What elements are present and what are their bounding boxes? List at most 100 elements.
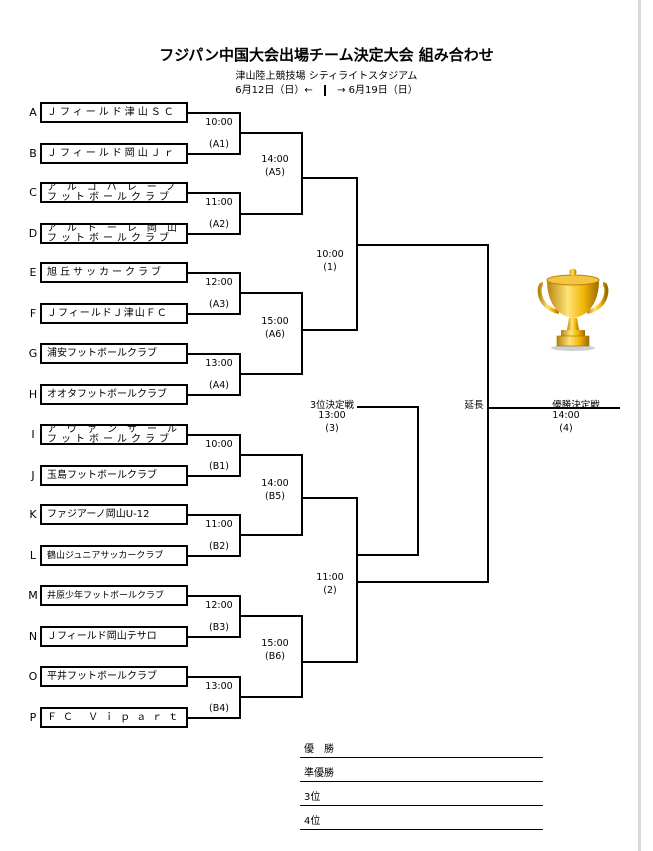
team-letter: A <box>29 106 37 119</box>
match-time: 12:00 <box>205 600 233 611</box>
team-name: ＦＣ Ｖｉｐａｒｔｅ <box>47 711 188 723</box>
semi-bracket-1 <box>302 177 358 331</box>
match-code: (A2) <box>209 219 229 230</box>
match-code: (A6) <box>265 329 285 340</box>
team-name: オオタフットボールクラブ <box>47 388 167 400</box>
venue-label: 津山陸上競技場 シティライトスタジアム <box>235 71 418 82</box>
date-divider <box>323 84 326 96</box>
team-letter: C <box>29 186 37 199</box>
team-letter: K <box>29 508 37 521</box>
team-letter: P <box>29 711 37 724</box>
team-letter: B <box>29 147 37 160</box>
team-letter: F <box>29 307 37 320</box>
team-name-line2: フットボールクラブ <box>47 232 173 244</box>
team-name-line1: アルコバレーノ <box>47 182 187 193</box>
team-box: Ｊフィールド岡山Ｊｒ <box>40 143 188 164</box>
result-line <box>300 781 543 782</box>
team-box: 玉島フットボールクラブ <box>40 465 188 486</box>
page-title: フジパン中国大会出場チーム決定大会 組み合わせ <box>159 46 494 64</box>
team-name: 鶴山ジュニアサッカークラブ <box>47 550 164 561</box>
match-time: 14:00 <box>261 478 289 489</box>
date-right: → 6月19日（日） <box>337 85 418 96</box>
third-place-title: 3位決定戦 <box>309 400 355 411</box>
match-code: (2) <box>323 585 337 596</box>
final-title: 優勝決定戦 <box>552 400 600 411</box>
extension-label: 延長 <box>464 400 484 411</box>
result-line <box>300 829 543 830</box>
team-name: ファジアーノ岡山U-12 <box>47 508 150 520</box>
final-code: (4) <box>559 423 573 434</box>
team-name: Ｊフィールド津山ＳＣ <box>47 106 177 118</box>
match-time: 10:00 <box>205 439 233 450</box>
date-left: 6月12日（日）← <box>235 85 313 96</box>
match-time: 11:00 <box>316 572 344 583</box>
match-code: (B1) <box>209 461 229 472</box>
match-code: (A1) <box>209 139 229 150</box>
team-name: 浦安フットボールクラブ <box>47 347 157 359</box>
team-letter: D <box>28 227 38 240</box>
result-label: 優 勝 <box>304 744 334 755</box>
match-time: 14:00 <box>261 154 289 165</box>
match-code: (B6) <box>265 651 285 662</box>
team-box: ＪフィールドＪ津山ＦＣ <box>40 303 188 324</box>
result-label: 準優勝 <box>304 768 334 779</box>
team-name: 井原少年フットボールクラブ <box>47 590 165 601</box>
result-line <box>300 757 543 758</box>
team-name: Ｊフィールド岡山テサロ <box>47 630 157 642</box>
r2-bracket-b5 <box>240 454 303 536</box>
match-code: (A4) <box>209 380 229 391</box>
third-place-code: (3) <box>325 423 339 434</box>
team-box: アルコバレーノフットボールクラブ <box>40 182 188 203</box>
team-name: 旭丘サッカークラブ <box>47 266 164 278</box>
team-letter: L <box>29 549 37 562</box>
team-letter: I <box>31 428 35 441</box>
team-letter: H <box>28 388 38 401</box>
team-letter: N <box>28 630 38 643</box>
team-box: Ｊフィールド岡山テサロ <box>40 626 188 647</box>
team-name: 玉島フットボールクラブ <box>47 469 157 481</box>
match-code: (B5) <box>265 491 285 502</box>
match-time: 11:00 <box>205 197 233 208</box>
team-box: ＦＣ Ｖｉｐａｒｔｅ <box>40 707 188 728</box>
team-letter: E <box>29 266 37 279</box>
team-box: 旭丘サッカークラブ <box>40 262 188 283</box>
match-code: (A5) <box>265 167 285 178</box>
match-time: 13:00 <box>205 681 233 692</box>
match-time: 10:00 <box>316 249 344 260</box>
team-letter: J <box>31 469 35 482</box>
team-name: ＪフィールドＪ津山ＦＣ <box>47 307 168 319</box>
team-box: アヴァンサールフットボールクラブ <box>40 424 188 445</box>
team-name-line1: アルドーレ岡山 <box>47 223 187 234</box>
match-time: 15:00 <box>261 316 289 327</box>
team-box: アルドーレ岡山フットボールクラブ <box>40 223 188 244</box>
result-label: 3位 <box>304 792 321 803</box>
match-time: 10:00 <box>205 117 233 128</box>
team-box: 浦安フットボールクラブ <box>40 343 188 364</box>
team-box: Ｊフィールド津山ＳＣ <box>40 102 188 123</box>
team-box: ファジアーノ岡山U-12 <box>40 504 188 525</box>
match-time: 13:00 <box>205 358 233 369</box>
trophy-icon <box>537 268 609 351</box>
match-code: (B4) <box>209 703 229 714</box>
team-letter: G <box>28 347 38 360</box>
date-line: 6月12日（日）← → 6月19日（日） <box>0 81 653 96</box>
page-edge <box>638 0 641 851</box>
team-box: 平井フットボールクラブ <box>40 666 188 687</box>
match-code: (A3) <box>209 299 229 310</box>
third-place-time: 13:00 <box>318 410 346 421</box>
team-letter: M <box>28 589 38 602</box>
team-name-line2: フットボールクラブ <box>47 191 173 203</box>
team-letter: O <box>28 670 38 683</box>
team-name: 平井フットボールクラブ <box>47 670 157 682</box>
final-bracket <box>357 244 489 583</box>
team-name-line2: フットボールクラブ <box>47 433 173 445</box>
semi-bracket-2 <box>302 497 358 663</box>
r2-bracket-b6 <box>240 615 303 698</box>
result-line <box>300 805 543 806</box>
match-time: 11:00 <box>205 519 233 530</box>
r2-bracket-a5 <box>240 132 303 215</box>
match-code: (1) <box>323 262 337 273</box>
team-name: Ｊフィールド岡山Ｊｒ <box>47 147 177 159</box>
r2-bracket-a6 <box>240 292 303 375</box>
match-time: 12:00 <box>205 277 233 288</box>
